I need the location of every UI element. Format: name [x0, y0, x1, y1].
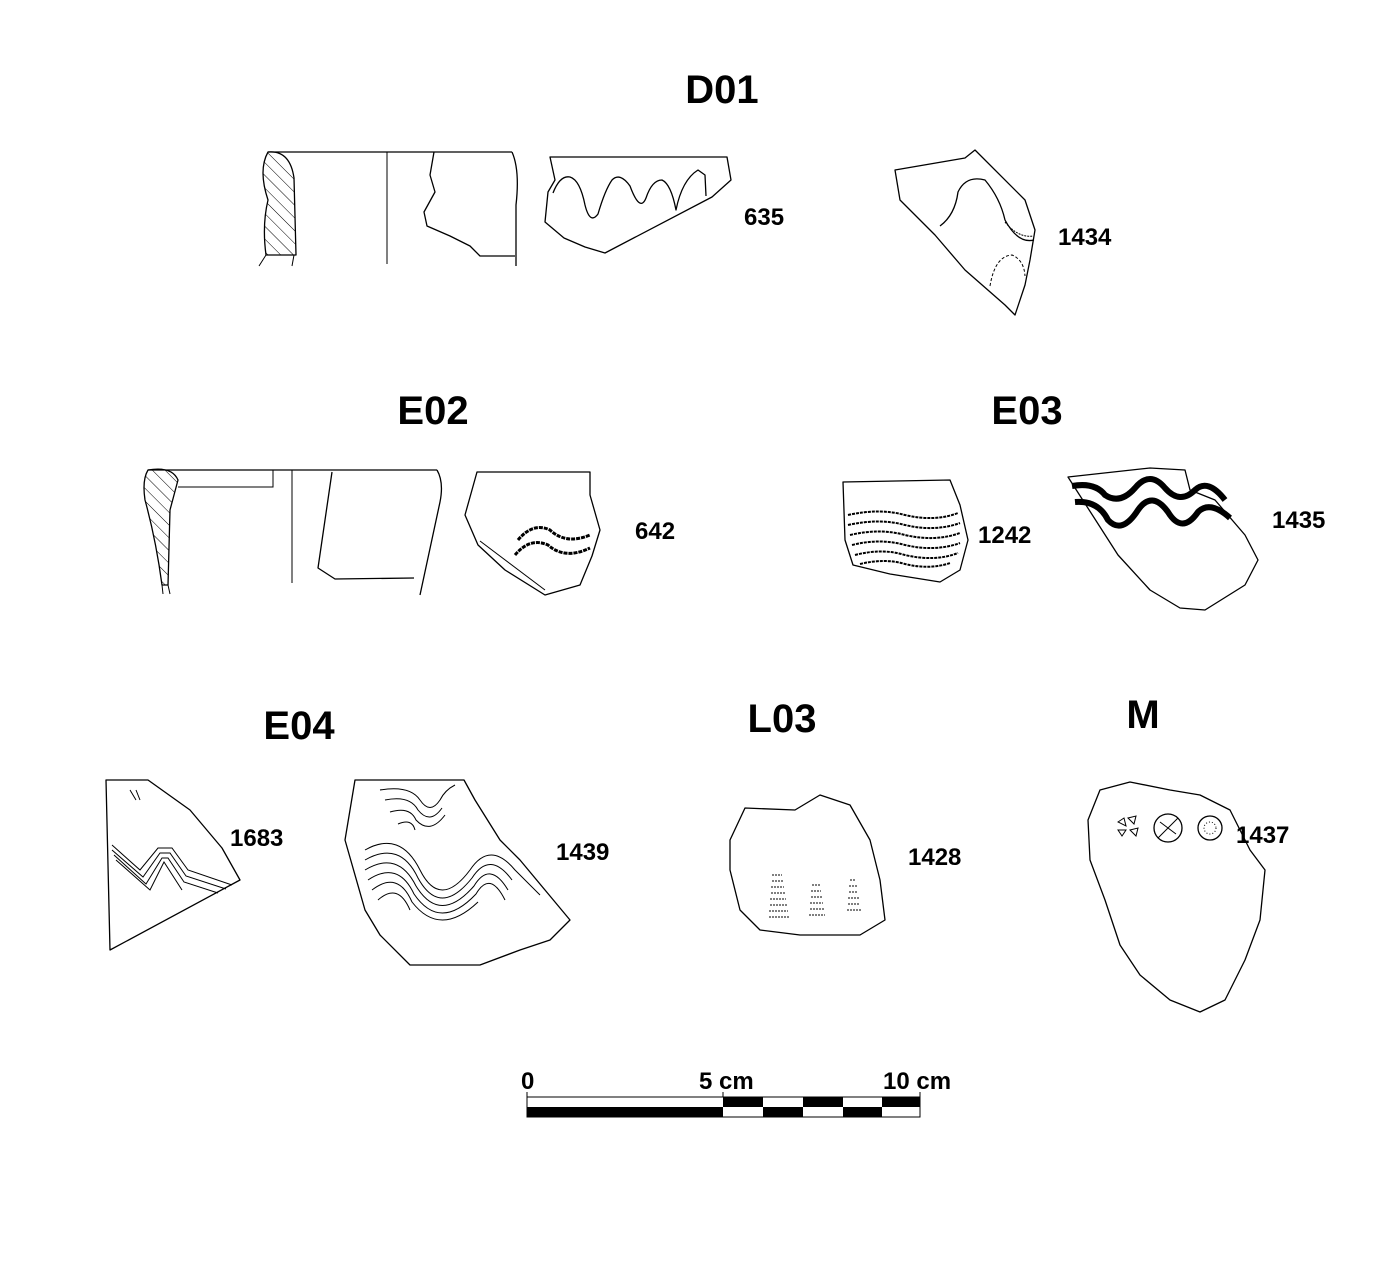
- sherd-1683: [105, 779, 241, 951]
- sherd-number-635: 635: [744, 204, 784, 231]
- sherd-1439: [344, 779, 571, 966]
- sherd-635: [544, 156, 732, 254]
- group-label-e04: E04: [263, 704, 335, 748]
- sherd-1437: [1087, 781, 1266, 1013]
- group-label-e02: E02: [397, 389, 468, 433]
- rim-profile-d01: [258, 151, 518, 267]
- rim-profile-e02: [143, 468, 443, 596]
- sherd-number-1439: 1439: [556, 839, 609, 866]
- group-label-l03: L03: [748, 697, 817, 741]
- group-label-d01: D01: [685, 68, 758, 112]
- sherd-1242: [842, 479, 969, 583]
- sherd-1435: [1067, 467, 1259, 611]
- sherd-number-1683: 1683: [230, 825, 283, 852]
- scale-label-0: 0: [521, 1068, 534, 1095]
- group-label-m: M: [1126, 693, 1159, 737]
- sherd-642: [464, 471, 601, 596]
- sherd-number-1242: 1242: [978, 522, 1031, 549]
- scale-label-5cm: 5 cm: [699, 1068, 754, 1095]
- scale-label-10cm: 10 cm: [883, 1068, 951, 1095]
- sherd-number-1437: 1437: [1236, 822, 1289, 849]
- sherd-1428: [729, 794, 886, 936]
- sherd-1434: [894, 149, 1036, 316]
- scale-bar: 0 5 cm 10 cm: [521, 1068, 951, 1118]
- sherd-number-642: 642: [635, 518, 675, 545]
- group-label-e03: E03: [991, 389, 1062, 433]
- sherd-number-1434: 1434: [1058, 224, 1112, 251]
- sherd-number-1428: 1428: [908, 844, 961, 871]
- sherd-number-1435: 1435: [1272, 507, 1325, 534]
